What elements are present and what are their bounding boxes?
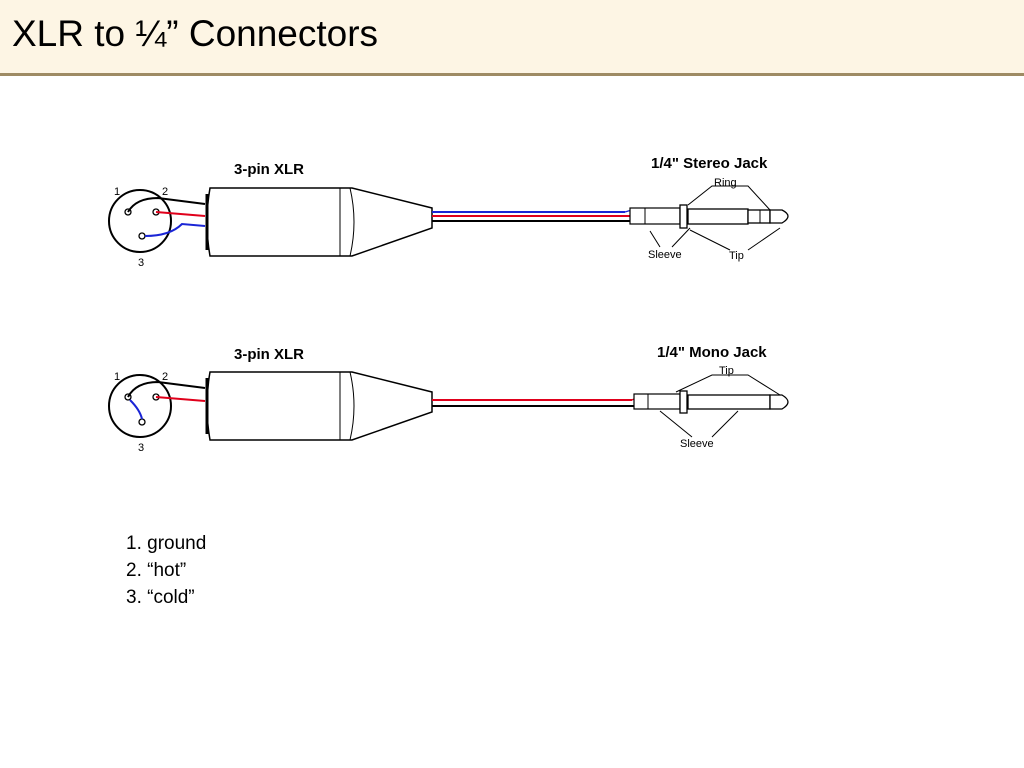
xlr-face-circle <box>108 189 172 253</box>
xlr-body-seam-b <box>349 187 355 257</box>
hot-wire-inner <box>155 211 206 217</box>
xlr-body <box>206 187 433 257</box>
tip-callout-lines <box>675 374 781 396</box>
legend-item-hot: 2. “hot” <box>126 560 187 581</box>
page-title: XLR to ¼” Connectors <box>12 13 379 54</box>
tip-label-stereo: Tip <box>729 250 744 262</box>
hot-wire-inner <box>155 396 206 402</box>
sleeve-label-stereo: Sleeve <box>648 249 682 261</box>
pin-2-label-stereo: 2 <box>162 186 168 198</box>
jack-sleeve <box>687 394 771 410</box>
cold-wire-inner <box>129 399 143 420</box>
sleeve-callout-lines <box>659 410 739 438</box>
pin-2-label-mono: 2 <box>162 371 168 383</box>
jack-tip <box>769 394 789 410</box>
jack-ring <box>747 209 771 224</box>
sleeve-callout-lines <box>649 227 691 248</box>
ground-wire-inner <box>127 196 206 213</box>
sleeve-label-mono: Sleeve <box>680 438 714 450</box>
pin-legend: 1. ground 2. “hot” 3. “cold” <box>126 530 206 611</box>
pin-3-label-stereo: 3 <box>138 257 144 269</box>
xlr-face-circle <box>108 374 172 438</box>
xlr-pin-3 <box>138 232 146 240</box>
pin-1-label-stereo: 1 <box>114 186 120 198</box>
tip-callout-lines <box>689 227 781 251</box>
title-bar: XLR to ¼” Connectors <box>0 0 1024 76</box>
jack-sleeve-body <box>629 207 681 225</box>
legend-item-ground: 1. ground <box>126 533 207 554</box>
jack-collar <box>679 204 688 229</box>
jack-collar <box>679 390 688 414</box>
stereo-diagram: 3-pin XLR 1 2 3 1/4" Stereo Jack Ring Sl… <box>108 155 789 269</box>
jack-sleeve-body <box>633 393 681 410</box>
xlr-body <box>206 371 433 441</box>
xlr-pin-3 <box>138 418 146 426</box>
pin-3-label-mono: 3 <box>138 442 144 454</box>
ring-callout-lines <box>687 185 771 211</box>
jack-tip <box>769 209 789 224</box>
ground-wire-inner <box>127 380 206 398</box>
ring-label: Ring <box>714 177 737 189</box>
mono-jack-label: 1/4" Mono Jack <box>657 344 767 361</box>
xlr-label-stereo: 3-pin XLR <box>234 161 304 178</box>
cold-wire-inner <box>144 222 206 237</box>
xlr-label-mono: 3-pin XLR <box>234 346 304 363</box>
stereo-jack-label: 1/4" Stereo Jack <box>651 155 768 172</box>
legend-item-cold: 3. “cold” <box>126 587 195 608</box>
pin-1-label-mono: 1 <box>114 371 120 383</box>
xlr-body-seam-b <box>349 371 355 441</box>
mono-diagram: 3-pin XLR 1 2 3 1/4" Mono Jack Tip Sleev… <box>108 344 789 454</box>
tip-label-mono: Tip <box>719 365 734 377</box>
jack-sleeve <box>687 208 749 225</box>
